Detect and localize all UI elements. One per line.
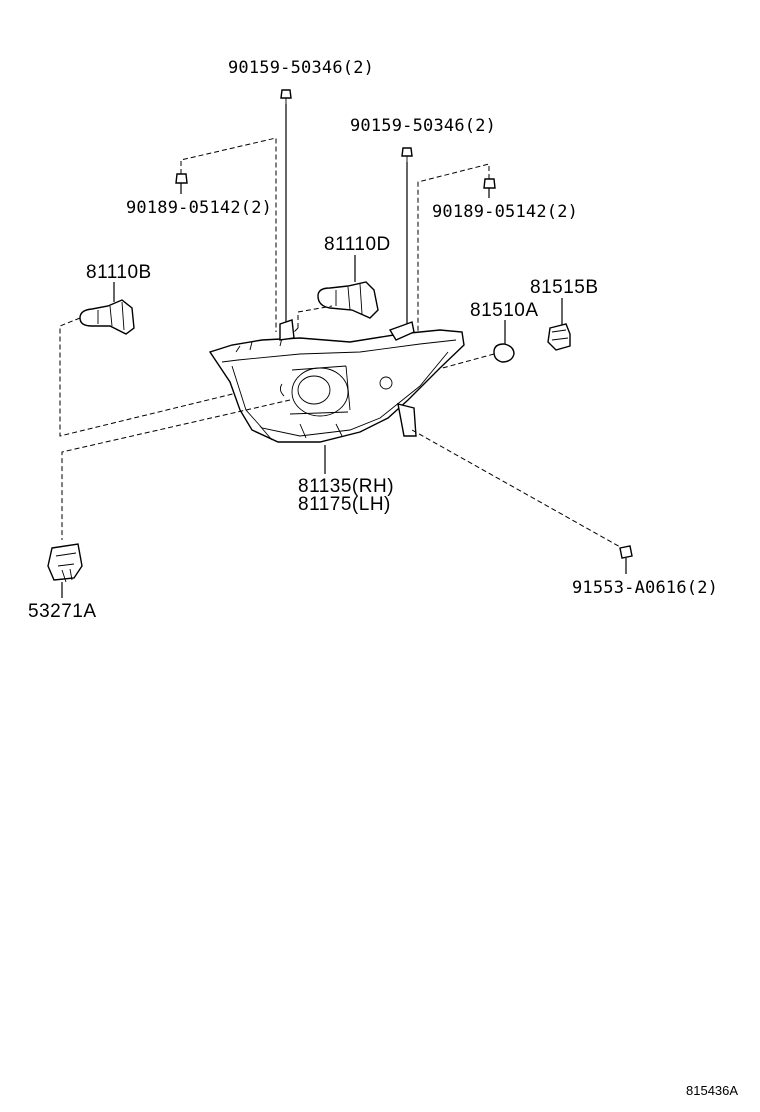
label-clip-left: 90189-05142(2) [126,198,273,218]
label-bulb-low: 81110D [324,234,391,255]
screw-top-left-icon [280,89,292,335]
clip-right-icon [417,163,496,332]
low-beam-bulb-icon [289,255,379,337]
label-bulb-side: 81510A [470,300,539,321]
label-connector: 53271A [28,601,97,622]
label-bulb-high: 81110B [86,262,152,283]
high-beam-bulb-icon [59,282,291,437]
label-headlamp-rh: 81135(RH) [298,476,395,497]
clip-left-icon [175,137,277,332]
label-headlamp-lh: 81175(LH) [298,494,391,515]
headlamp-assembly-icon [208,319,465,474]
label-bracket-screw: 91553-A0616(2) [572,578,719,598]
label-screw-top-right: 90159-50346(2) [350,116,497,136]
label-socket-side: 81515B [530,277,599,298]
wiring-connector-icon [47,399,291,598]
diagram-reference-number: 815436A [686,1083,739,1098]
label-clip-right: 90189-05142(2) [432,202,579,222]
label-screw-top-left: 90159-50346(2) [228,58,375,78]
bracket-screw-icon [411,429,633,574]
side-socket-icon [547,298,571,351]
screw-top-right-icon [401,147,413,325]
